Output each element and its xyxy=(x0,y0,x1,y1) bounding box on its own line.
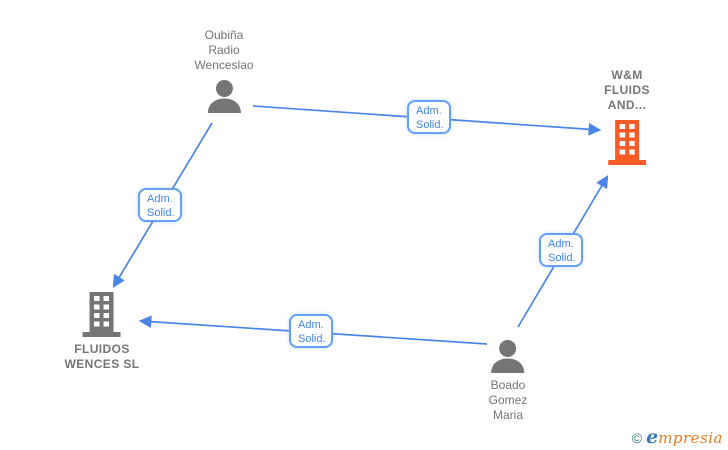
node-name-line: Maria xyxy=(492,408,523,422)
edge-label-line: Solid. xyxy=(416,119,444,131)
building-icon xyxy=(82,292,121,337)
node-wm-fluids-and[interactable]: W&M FLUIDS AND... xyxy=(604,68,650,165)
edge-label-line: Adm. xyxy=(298,319,324,331)
node-name-line: Gomez xyxy=(488,393,528,407)
person-icon xyxy=(490,340,526,373)
edge-label-line: Adm. xyxy=(416,105,442,117)
node-name-line: W&M xyxy=(611,68,643,82)
building-icon xyxy=(607,120,646,165)
node-boado-gomez-maria[interactable]: Boado Gomez Maria xyxy=(489,340,528,423)
node-name-line: FLUIDOS xyxy=(74,342,130,356)
edge-label-line: Adm. xyxy=(147,193,173,205)
edge-label-line: Adm. xyxy=(548,238,574,250)
node-label: FLUIDOS WENCES SL xyxy=(65,342,140,372)
node-oubina-radio-wenceslao[interactable]: Oubiña Radio Wenceslao xyxy=(194,28,254,113)
node-label: W&M FLUIDS AND... xyxy=(604,68,650,113)
node-name-line: AND... xyxy=(607,98,647,112)
brand-letter-e: e xyxy=(646,426,659,448)
node-name-line: Wenceslao xyxy=(194,58,254,72)
node-name-line: Radio xyxy=(208,43,240,57)
edge-label-oubina-to-fluidos: Adm. Solid. xyxy=(138,188,182,222)
node-name-line: FLUIDS xyxy=(604,83,650,97)
edge-label-oubina-to-wm: Adm. Solid. xyxy=(407,100,451,134)
node-name-line: WENCES SL xyxy=(64,357,140,371)
person-icon xyxy=(206,80,242,113)
node-name-line: Boado xyxy=(490,378,526,392)
edge-label-line: Solid. xyxy=(147,207,175,219)
node-fluidos-wences-sl[interactable]: FLUIDOS WENCES SL xyxy=(65,292,140,372)
empresia-logo[interactable]: © empresia xyxy=(631,426,723,448)
node-name-line: Oubiña xyxy=(204,28,244,42)
brand-wordmark: empresia xyxy=(646,426,723,448)
edge-label-boado-to-wm: Adm. Solid. xyxy=(539,233,583,267)
node-label: Oubiña Radio Wenceslao xyxy=(194,28,253,73)
edge-label-line: Solid. xyxy=(548,252,576,264)
brand-rest: mpresia xyxy=(658,429,723,447)
edge-label-boado-to-fluidos: Adm. Solid. xyxy=(289,314,333,348)
copyright-icon: © xyxy=(631,430,643,446)
node-label: Boado Gomez Maria xyxy=(489,378,528,423)
edge-label-line: Solid. xyxy=(298,333,326,345)
